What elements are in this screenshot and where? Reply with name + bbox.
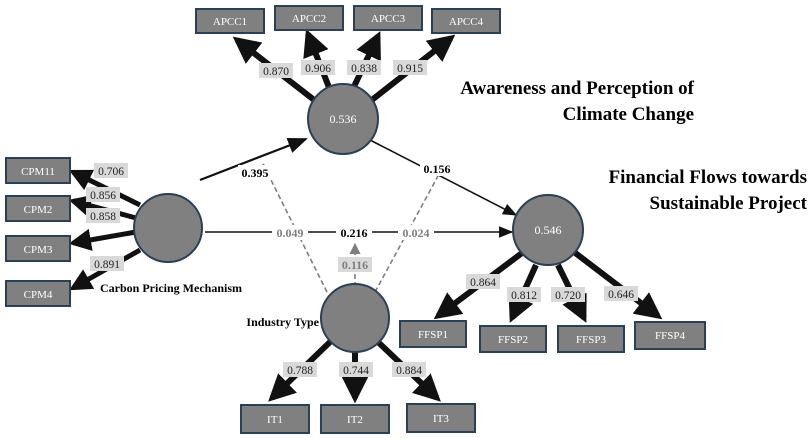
svg-text:0.856: 0.856 <box>90 190 116 202</box>
svg-text:IT2: IT2 <box>347 414 363 426</box>
loading-label-ffsp4: 0.646 <box>604 286 638 301</box>
indicator-apcc1: APCC1 <box>195 8 265 34</box>
indicator-ffsp3: FFSP3 <box>557 325 625 353</box>
path-coef-cpm-ffsp: 0.216 <box>336 225 372 240</box>
svg-text:0.024: 0.024 <box>403 226 430 240</box>
svg-text:0.858: 0.858 <box>90 211 116 223</box>
loading-label-ffsp2: 0.812 <box>507 287 541 302</box>
path-coef-moderation-apcc: 0.049 <box>272 225 308 240</box>
svg-text:0.838: 0.838 <box>351 63 377 75</box>
indicator-apcc2: APCC2 <box>274 5 344 31</box>
svg-text:0.049: 0.049 <box>277 226 304 240</box>
indicator-it3: IT3 <box>406 403 476 433</box>
svg-text:CPM3: CPM3 <box>24 244 53 256</box>
loading-label-apcc1: 0.870 <box>259 63 293 78</box>
svg-text:0.915: 0.915 <box>397 63 423 75</box>
construct-apcc-circle <box>307 83 379 155</box>
loading-arrow-ffsp4 <box>572 249 663 320</box>
loading-label-apcc4: 0.915 <box>393 60 427 75</box>
svg-text:IT1: IT1 <box>267 414 283 426</box>
heading-ffsp-line2: Sustainable Project <box>650 193 808 214</box>
loading-label-apcc3: 0.838 <box>347 60 381 75</box>
svg-text:0.870: 0.870 <box>263 66 289 78</box>
svg-text:0.812: 0.812 <box>511 290 537 302</box>
svg-text:FFSP1: FFSP1 <box>418 329 448 341</box>
indicator-ffsp2: FFSP2 <box>479 325 547 353</box>
svg-text:CPM2: CPM2 <box>24 204 53 216</box>
construct-it-circle <box>320 283 390 353</box>
heading-ffsp-line1: Financial Flows towards <box>609 167 807 188</box>
path-coef-moderation-direct: 0.116 <box>338 257 372 272</box>
svg-text:CPM4: CPM4 <box>24 289 53 301</box>
path-coef-cpm-apcc: 0.395 <box>238 165 272 180</box>
svg-text:0.884: 0.884 <box>396 365 422 377</box>
loading-label-cpm2: 0.856 <box>86 187 120 202</box>
heading-apcc-line1: Awareness and Perception of <box>460 78 694 99</box>
svg-text:APCC1: APCC1 <box>213 16 247 28</box>
label-cpm-name: Carbon Pricing Mechanism <box>100 281 242 295</box>
svg-text:0.706: 0.706 <box>98 166 124 178</box>
svg-text:0.906: 0.906 <box>305 63 331 75</box>
loading-label-ffsp1: 0.864 <box>466 274 500 289</box>
loading-label-it2: 0.744 <box>339 362 373 377</box>
svg-text:0.864: 0.864 <box>470 277 496 289</box>
indicator-it1: IT1 <box>240 404 310 434</box>
indicator-it2: IT2 <box>320 404 390 434</box>
svg-text:APCC2: APCC2 <box>292 13 326 25</box>
svg-text:0.156: 0.156 <box>424 162 451 176</box>
svg-text:FFSP4: FFSP4 <box>655 330 685 342</box>
path-coef-moderation-ffsp: 0.024 <box>398 225 434 240</box>
construct-apcc-r2: 0.536 <box>330 112 357 126</box>
indicator-ffsp1: FFSP1 <box>399 320 467 348</box>
indicator-cpm11: CPM11 <box>5 157 71 184</box>
loading-arrow-cpm3 <box>68 228 137 251</box>
loading-label-ffsp3: 0.720 <box>551 287 585 302</box>
loading-label-cpm4: 0.891 <box>90 256 124 271</box>
svg-text:0.116: 0.116 <box>342 258 368 272</box>
construct-cpm-circle <box>133 193 203 263</box>
path-coef-apcc-ffsp: 0.156 <box>420 161 454 176</box>
loading-label-it3: 0.884 <box>392 362 426 377</box>
svg-text:CPM11: CPM11 <box>21 166 55 178</box>
indicator-cpm3: CPM3 <box>5 235 71 262</box>
indicator-apcc4: APCC4 <box>431 8 501 34</box>
svg-text:0.216: 0.216 <box>341 226 368 240</box>
indicator-cpm2: CPM2 <box>5 195 71 222</box>
path-apcc-ffsp-arrow <box>369 139 518 216</box>
path-cpm-apcc-arrow <box>199 137 308 182</box>
heading-apcc-line2: Climate Change <box>563 104 694 125</box>
svg-text:0.395: 0.395 <box>242 166 269 180</box>
loading-label-it1: 0.788 <box>283 362 317 377</box>
svg-text:APCC3: APCC3 <box>371 13 406 25</box>
svg-text:0.891: 0.891 <box>94 259 120 271</box>
indicator-ffsp4: FFSP4 <box>634 321 706 350</box>
svg-text:IT3: IT3 <box>433 413 449 425</box>
label-it-name: Industry Type <box>246 315 319 329</box>
indicator-apcc3: APCC3 <box>353 5 423 31</box>
construct-ffsp-circle <box>512 194 584 266</box>
svg-text:FFSP3: FFSP3 <box>576 334 606 346</box>
loading-label-apcc2: 0.906 <box>301 60 335 75</box>
construct-ffsp-r2: 0.546 <box>535 223 562 237</box>
svg-text:0.720: 0.720 <box>555 290 581 302</box>
svg-text:APCC4: APCC4 <box>449 16 484 28</box>
loading-label-cpm3: 0.858 <box>86 208 120 223</box>
svg-text:0.788: 0.788 <box>287 365 313 377</box>
indicator-cpm4: CPM4 <box>5 280 71 307</box>
svg-text:0.646: 0.646 <box>608 289 634 301</box>
loading-label-cpm11: 0.706 <box>94 163 128 178</box>
svg-text:FFSP2: FFSP2 <box>498 334 528 346</box>
svg-text:0.744: 0.744 <box>343 365 369 377</box>
